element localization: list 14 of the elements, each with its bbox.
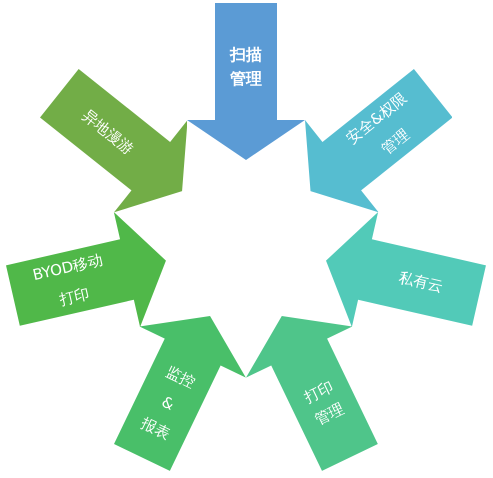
arrow-label: BYOD移动打印 — [30, 250, 106, 311]
arrow-shape — [326, 212, 486, 327]
arrow-label: 监控&报表 — [138, 362, 200, 446]
arrow-label: 扫描管理 — [230, 44, 262, 90]
arrow-shape — [304, 68, 452, 212]
arrow-shape — [187, 3, 305, 160]
arrow-shape — [40, 68, 188, 212]
arrow-shape — [6, 212, 166, 327]
arrow-label: 私有云 — [396, 267, 446, 298]
arrow-label: 异地漫游 — [78, 104, 138, 160]
arrow-shape — [246, 316, 378, 471]
arrow-shape — [114, 316, 246, 471]
arrow-label: 打印管理 — [300, 376, 348, 431]
arrow-label: 安全&权限管理 — [342, 88, 414, 160]
